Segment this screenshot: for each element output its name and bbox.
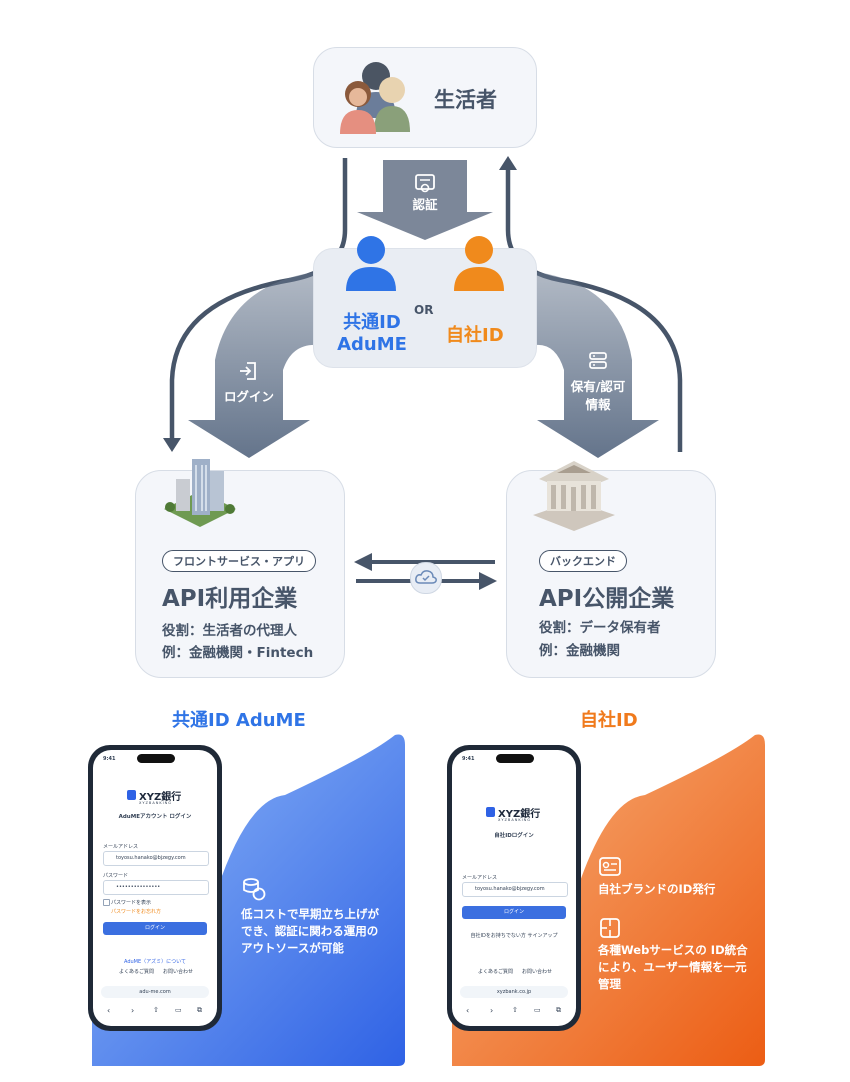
common-benefit-text: 低コストで早期立ち上げが でき、認証に関わる運用の アウトソースが可能: [241, 907, 379, 955]
brand-logo-icon: [486, 807, 495, 817]
login-button[interactable]: ログイン: [103, 922, 207, 935]
phone-common-screen: 9:41 XYZ銀行 XYZBANKING AduMEアカウント ログイン メー…: [93, 750, 217, 1026]
own-id-label: 自社ID: [446, 325, 504, 346]
phone-own-screen: 9:41 XYZ銀行 XYZBANKING 自社IDログイン メールアドレス t…: [452, 750, 576, 1026]
login-label: ログイン: [223, 389, 274, 404]
buildings-icon: [164, 459, 236, 527]
dynamic-island: [496, 754, 534, 763]
email-field[interactable]: toyosu.hanako@bjzegy.com: [462, 882, 568, 897]
or-label: OR: [414, 303, 434, 317]
own-benefit-2: 各種Webサービスの ID統合 により、ユーザー情報を一元 管理: [598, 943, 748, 991]
api-user-card: フロントサービス・アプリ API利用企業 役割：生活者の代理人 例：金融機関・F…: [135, 459, 345, 678]
common-id-label: 共通ID AduME: [337, 312, 407, 355]
login-title: AduMEアカウント ログイン: [118, 814, 192, 820]
bank-icon: [533, 461, 615, 531]
info-arrow: [535, 272, 659, 458]
email-field[interactable]: toyosu.hanako@bjzegy.com: [103, 851, 209, 866]
bookmarks-icon[interactable]: ▭: [175, 1006, 182, 1014]
url-bar[interactable]: xyzbank.co.jp: [460, 986, 568, 998]
back-icon[interactable]: ‹: [466, 1006, 470, 1015]
auth-arrow: [357, 160, 493, 240]
api-provider-title: API公開企業: [539, 586, 675, 612]
tabs-icon[interactable]: ⧉: [197, 1006, 202, 1014]
blue-user-icon: [346, 236, 396, 291]
dynamic-island: [137, 754, 175, 763]
own-section-heading: 自社ID: [580, 710, 638, 731]
forward-icon[interactable]: ›: [490, 1006, 494, 1015]
show-password-checkbox[interactable]: [103, 899, 110, 906]
phone-common: 9:41 XYZ銀行 XYZBANKING AduMEアカウント ログイン メー…: [88, 745, 222, 1031]
id-card-icon: [599, 857, 621, 876]
own-benefit-1: 自社ブランドのID発行: [598, 882, 716, 896]
api-user-tag: フロントサービス・アプリ: [162, 550, 316, 572]
certificate-icon: [415, 174, 435, 193]
faq-link[interactable]: よくあるご質問: [119, 969, 155, 975]
forgot-password-link[interactable]: パスワードをお忘れ方: [111, 909, 162, 915]
api-user-example: 例：金融機関・Fintech: [162, 645, 314, 661]
share-icon[interactable]: ⇧: [512, 1006, 518, 1014]
server-icon: [589, 352, 607, 369]
consumer-card: 生活者: [313, 47, 537, 148]
orange-user-icon: [454, 236, 504, 291]
outer-right-arrow-head: [499, 156, 517, 170]
auth-label: 認証: [412, 197, 438, 212]
brand-logo-icon: [127, 790, 136, 800]
faq-link[interactable]: よくあるご質問: [478, 969, 514, 975]
common-section-heading: 共通ID AduME: [172, 710, 306, 731]
brand-name: XYZ銀行: [498, 809, 541, 820]
brand-name: XYZ銀行: [139, 792, 182, 803]
login-title: 自社IDログイン: [494, 833, 534, 839]
people-icon: [340, 62, 410, 134]
cloud-check-icon: [415, 570, 437, 584]
login-button[interactable]: ログイン: [462, 906, 566, 919]
info-label: 保有/認可 情報: [570, 379, 626, 412]
phone-own: 9:41 XYZ銀行 XYZBANKING 自社IDログイン メールアドレス t…: [447, 745, 581, 1031]
arrow-right-head: [479, 572, 497, 590]
api-provider-tag: バックエンド: [539, 550, 627, 572]
connector-badge: [410, 562, 442, 594]
forward-icon[interactable]: ›: [131, 1006, 135, 1015]
arrow-left-head: [354, 553, 372, 571]
about-link[interactable]: AduME（アズミ）について: [124, 959, 186, 965]
outer-left-arrow-head: [163, 438, 181, 452]
back-icon[interactable]: ‹: [107, 1006, 111, 1015]
contact-link[interactable]: お問い合わせ: [522, 969, 553, 975]
api-user-title: API利用企業: [162, 586, 298, 612]
login-icon: [240, 362, 256, 380]
id-options-card: 共通ID AduME OR 自社ID: [313, 236, 537, 368]
signup-link[interactable]: 自社IDをお持ちでない方 サインアップ: [470, 933, 558, 939]
password-field[interactable]: •••••••••••••••: [103, 880, 209, 895]
bookmarks-icon[interactable]: ▭: [534, 1006, 541, 1014]
consumer-label: 生活者: [434, 88, 497, 112]
api-provider-role: 役割：データ保有者: [539, 620, 661, 636]
coins-icon: [243, 878, 266, 901]
api-provider-card: バックエンド API公開企業 役割：データ保有者 例：金融機関: [506, 461, 716, 678]
share-icon[interactable]: ⇧: [153, 1006, 159, 1014]
url-bar[interactable]: adu-me.com: [101, 986, 209, 998]
api-provider-example: 例：金融機関: [539, 643, 620, 659]
api-user-role: 役割：生活者の代理人: [162, 623, 297, 639]
contact-link[interactable]: お問い合わせ: [163, 969, 194, 975]
tabs-icon[interactable]: ⧉: [556, 1006, 561, 1014]
puzzle-icon: [600, 918, 620, 938]
login-arrow: [188, 272, 318, 458]
